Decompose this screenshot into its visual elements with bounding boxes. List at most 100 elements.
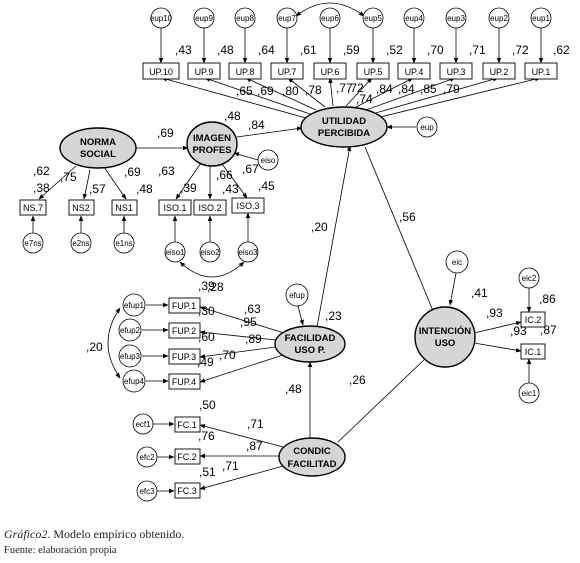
- arrow-norma-ns1: [103, 166, 127, 200]
- error-efup: efup: [285, 283, 309, 307]
- coef-up2-load: ,85: [420, 82, 437, 96]
- indicator-fup1: FUP.1: [168, 297, 201, 314]
- arrow-utilidad-up5: [345, 77, 373, 107]
- error-e7ns: e7ns: [22, 232, 44, 254]
- coef-up8-r2: ,64: [258, 43, 275, 57]
- svg-text:e1ns: e1ns: [115, 239, 132, 248]
- svg-text:eup8: eup8: [236, 14, 254, 23]
- indicator-ic1: IC.1: [520, 343, 546, 360]
- svg-text:UP.6: UP.6: [321, 67, 340, 77]
- svg-text:UP.3: UP.3: [447, 67, 466, 77]
- coef-up1-load: ,79: [443, 82, 460, 96]
- latent-utilidad-percibida: UTILIDAD PERCIBIDA: [300, 106, 388, 148]
- indicator-up10: UP.10: [142, 62, 180, 80]
- coef-ic1-r2: ,87: [540, 323, 557, 337]
- error-eup4: eup4: [403, 7, 425, 29]
- coef-up9-load: ,69: [257, 84, 274, 98]
- svg-text:eup1: eup1: [532, 14, 550, 23]
- error-terms: eup10 eup9 eup8 eup7 eup6 eup5 eup4 eup3…: [22, 7, 552, 502]
- arrow-condic-fc3: [199, 464, 288, 490]
- error-e2ns: e2ns: [70, 232, 92, 254]
- coef-up4-r2: ,70: [427, 43, 444, 57]
- svg-text:PERCIBIDA: PERCIBIDA: [318, 128, 370, 139]
- arrow-intencion-ic2: [473, 320, 522, 334]
- svg-text:FC.2: FC.2: [177, 452, 197, 462]
- svg-text:eic2: eic2: [522, 274, 537, 283]
- svg-text:FC.3: FC.3: [177, 486, 197, 496]
- coef-iso3-load: ,45: [258, 179, 275, 193]
- svg-text:IC.2: IC.2: [525, 315, 542, 325]
- arrow-facilidad-utilidad: [316, 145, 352, 328]
- latent-norma-social: NORMA SOCIAL: [59, 127, 137, 169]
- coef-fc2-r2: ,76: [198, 429, 215, 443]
- indicator-iso2: ISO.2: [193, 199, 227, 216]
- svg-text:efup1: efup1: [124, 301, 145, 310]
- svg-text:NS.7: NS.7: [23, 203, 43, 213]
- coef-up7-r2: ,61: [300, 43, 317, 57]
- svg-text:UP.9: UP.9: [195, 67, 214, 77]
- arrow-imagen-iso3: [221, 163, 248, 199]
- arrow-utilidad-intencion: [364, 146, 437, 319]
- coef-norma-ns7: ,75: [60, 170, 77, 184]
- svg-text:eiso: eiso: [261, 156, 276, 165]
- indicator-ns1: NS1: [111, 199, 138, 216]
- svg-text:efup4: efup4: [124, 377, 145, 386]
- indicator-fc1: FC.1: [174, 416, 201, 433]
- arrow-facilidad-fup3: [199, 346, 277, 359]
- arrow-imagen-utilidad: [236, 126, 303, 138]
- svg-text:eup3: eup3: [447, 14, 465, 23]
- svg-text:UP.7: UP.7: [278, 67, 297, 77]
- svg-text:ISO.2: ISO.2: [198, 203, 221, 213]
- error-eic: eic: [445, 250, 469, 274]
- latent-facilidad-uso: FACILIDAD USO P.: [274, 325, 346, 363]
- arrow-facilidad-fup1: [199, 306, 285, 334]
- coef-intencion-r2: ,41: [471, 286, 488, 300]
- coef-norma-imagen: ,69: [157, 126, 174, 140]
- svg-text:UP.4: UP.4: [405, 67, 424, 77]
- error-eic2: eic2: [518, 267, 540, 289]
- error-efup2: efup2: [118, 318, 142, 342]
- coef-fup2-load: ,95: [240, 315, 257, 329]
- coef-up4-load: ,84: [376, 82, 393, 96]
- coef-condic-facilidad: ,48: [285, 382, 302, 396]
- coef-up-correlation: ,74: [356, 92, 373, 106]
- arrow-eiso-imagen: [233, 152, 259, 161]
- svg-text:efc3: efc3: [139, 487, 155, 496]
- arrow-condic-fc1: [199, 424, 288, 449]
- arrow-condic-intencion: [337, 355, 429, 443]
- coef-up1-r2: ,62: [553, 43, 570, 57]
- coef-fup3-load: ,89: [245, 332, 262, 346]
- svg-text:eic: eic: [452, 258, 462, 267]
- error-efup4: efup4: [122, 369, 146, 393]
- svg-text:e7ns: e7ns: [24, 239, 41, 248]
- coef-condic-intencion: ,26: [349, 373, 366, 387]
- indicator-fc3: FC.3: [174, 482, 201, 499]
- error-eiso1: eiso1: [164, 241, 186, 263]
- coef-efup1-efup4: ,20: [86, 340, 103, 354]
- coef-fup2-r2: ,30: [198, 304, 215, 318]
- coef-fup1-load: ,28: [207, 280, 224, 294]
- error-eup10: eup10: [150, 7, 173, 29]
- svg-text:UP.1: UP.1: [532, 67, 551, 77]
- figure-caption: Gráfico2. Modelo empírico obtenido.: [4, 527, 184, 542]
- indicator-fc2: FC.2: [174, 448, 201, 465]
- arrow-eic-intencion: [448, 272, 457, 306]
- coef-ns1-r2: ,69: [124, 165, 141, 179]
- svg-text:UP.10: UP.10: [149, 67, 173, 77]
- coef-fup-load-a: ,63: [244, 302, 261, 316]
- indicator-ic2: IC.2: [520, 311, 546, 328]
- coef-imagen-utilidad: ,84: [248, 118, 265, 132]
- indicator-fup4: FUP.4: [168, 373, 201, 390]
- arrow-utilidad-up10: [161, 77, 307, 119]
- arrow-norma-ns2: [82, 169, 91, 200]
- svg-text:UP.2: UP.2: [490, 67, 509, 77]
- coef-up7-load: ,78: [305, 83, 322, 97]
- svg-text:eup6: eup6: [321, 14, 339, 23]
- error-eic1: eic1: [518, 382, 540, 404]
- coef-iso1-load: ,39: [180, 181, 197, 195]
- latent-imagen-profes: IMAGEN PROFES: [186, 121, 238, 167]
- arrow-utilidad-up8: [245, 77, 317, 111]
- svg-text:eic1: eic1: [522, 389, 537, 398]
- error-eup5: eup5: [362, 7, 384, 29]
- arrow-facilidad-fup2: [199, 330, 277, 341]
